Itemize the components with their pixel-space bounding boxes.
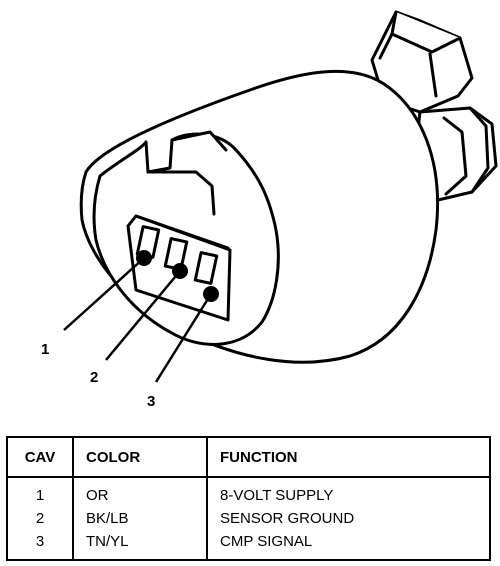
- cell-color: OR: [72, 477, 207, 507]
- connector-rear-latch: [370, 10, 474, 114]
- cell-function: CMP SIGNAL: [206, 530, 490, 560]
- table-header-row: CAV COLOR FUNCTION: [7, 437, 490, 478]
- cell-color: TN/YL: [72, 530, 207, 560]
- cell-cav: 3: [35, 533, 45, 550]
- cell-color: BK/LB: [72, 507, 207, 530]
- callout-1: 1: [41, 341, 50, 358]
- leader-line-2: [105, 270, 181, 361]
- leader-line-3: [154, 293, 213, 383]
- header-color: COLOR: [72, 437, 207, 478]
- callout-3: 3: [147, 393, 156, 410]
- cavity-function-table: CAV COLOR FUNCTION 1 OR 8-VOLT SUPPLY 2 …: [6, 436, 491, 561]
- table-row: 3 TN/YL CMP SIGNAL: [7, 530, 490, 560]
- cell-function: SENSOR GROUND: [206, 507, 490, 530]
- callout-2: 2: [90, 369, 99, 386]
- table-row: 1 OR 8-VOLT SUPPLY: [7, 477, 490, 507]
- connector-illustration: [63, 10, 498, 383]
- header-function: FUNCTION: [206, 437, 490, 478]
- leader-line-1: [63, 257, 145, 331]
- cell-function: 8-VOLT SUPPLY: [206, 477, 490, 507]
- header-cav: CAV: [7, 437, 73, 478]
- table-row: 2 BK/LB SENSOR GROUND: [7, 507, 490, 530]
- cell-cav: 2: [35, 510, 45, 527]
- cell-cav: 1: [35, 487, 45, 504]
